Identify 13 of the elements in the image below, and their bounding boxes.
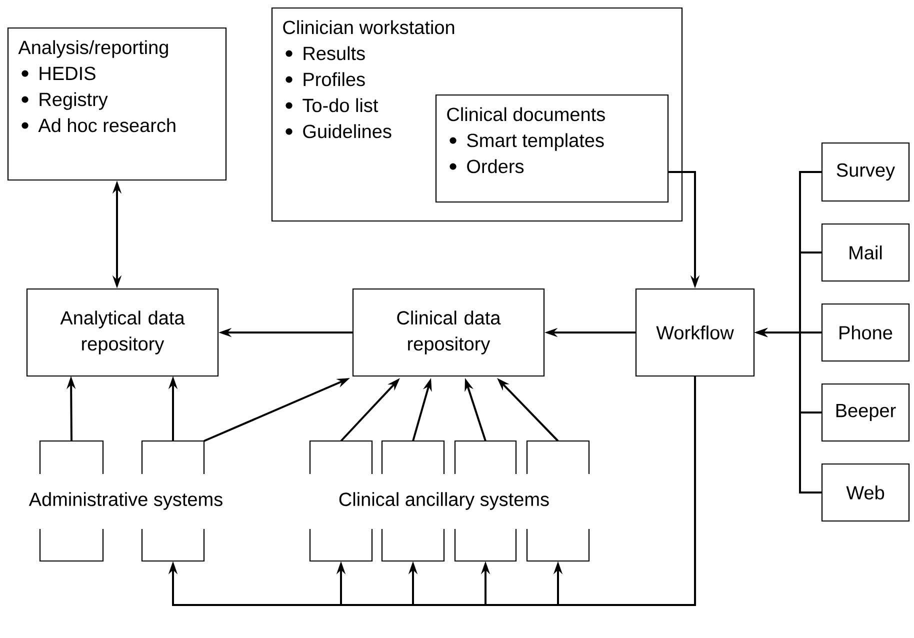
process-box: Survey xyxy=(821,142,910,202)
arrow xyxy=(553,376,696,606)
process-box: Clinical data repository xyxy=(352,288,545,377)
group-label: Clinical ancillary systems xyxy=(339,492,549,510)
process-box: Web xyxy=(821,463,910,522)
process-box: Phone xyxy=(821,303,910,362)
process-box: Workflow xyxy=(635,288,755,377)
process-box: Mail xyxy=(821,223,910,282)
process-box: Beeper xyxy=(821,383,910,442)
process-box: Analytical data repository xyxy=(26,288,219,377)
group-label: Administrative systems xyxy=(28,492,222,510)
list-box: Clinical documents Smart templates Orders xyxy=(435,94,669,203)
list-box: Analysis/reporting HEDIS Registry Ad hoc research xyxy=(7,27,227,181)
